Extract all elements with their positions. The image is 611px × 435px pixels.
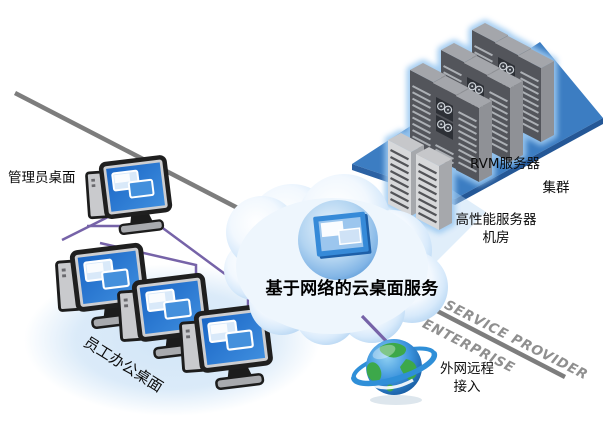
remote-access-label-line2: 接入 xyxy=(453,378,481,395)
server-rack-cluster xyxy=(388,23,554,230)
rvm-cluster-label-line2: 集群 xyxy=(542,180,570,196)
server-rack-icon xyxy=(518,49,554,142)
admin-desktop-label: 管理员桌面 xyxy=(8,170,76,186)
cloud-service-label: 基于网络的云桌面服务 xyxy=(265,279,439,299)
hpc-room-label-line2: 机房 xyxy=(482,229,510,246)
hpc-server-tower-icon xyxy=(416,147,452,230)
admin-desktop-icon xyxy=(84,152,177,238)
remote-access-label-line1: 外网远程 xyxy=(440,361,494,377)
server-rack-icon xyxy=(456,89,492,182)
hpc-room-label: 高性能服务器 机房 xyxy=(430,212,562,248)
remote-access-label: 外网远程 接入 xyxy=(420,361,514,397)
rvm-cluster-label-line1: RVM服务器 xyxy=(469,156,541,172)
cloud-shape xyxy=(224,174,448,345)
cloud-desktop-icon xyxy=(313,211,372,259)
internet-globe-icon xyxy=(351,339,438,405)
hpc-room-label-line1: 高性能服务器 xyxy=(455,212,537,228)
server-rack-icon xyxy=(487,69,523,162)
